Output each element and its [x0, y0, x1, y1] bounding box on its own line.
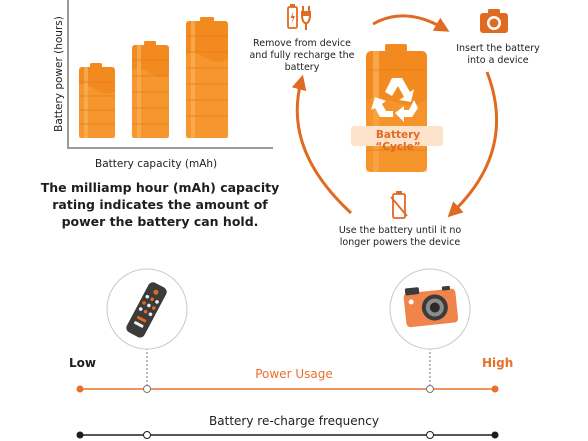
power-usage-marker-camera: [426, 385, 434, 393]
scale-low-label: Low: [69, 356, 96, 370]
power-usage-end-high: [491, 385, 499, 393]
y-axis: [67, 0, 69, 148]
power-usage-end-low: [76, 385, 84, 393]
cycle-step-use: Use the battery until it no longer power…: [338, 225, 462, 248]
cycle-step-recharge: Remove from device and fully recharge th…: [249, 38, 355, 73]
recharge-end-low: [76, 431, 84, 439]
battery-bars: [79, 17, 228, 138]
power-usage-marker-remote: [143, 385, 151, 393]
cycle-arrow-right: [447, 71, 499, 218]
medium-battery-icon: [132, 41, 169, 138]
scale-graphic: [76, 268, 499, 439]
large-battery-icon: [186, 17, 228, 138]
camera-icon: [480, 9, 508, 33]
recharge-marker-remote: [143, 431, 151, 439]
cycle-arrow-top: [372, 14, 450, 32]
chart-caption: The milliamp hour (mAh) capacity rating …: [40, 180, 280, 229]
cycle-step-insert: Insert the battery into a device: [456, 43, 540, 66]
cycle-center-label: Battery “Cycle”: [375, 129, 421, 153]
x-axis: [67, 147, 273, 149]
recharge-frequency-label: Battery re-charge frequency: [209, 414, 379, 428]
empty-battery-icon: [390, 191, 408, 219]
recharge-marker-camera: [426, 431, 434, 439]
scale-high-label: High: [482, 356, 514, 370]
power-usage-label: Power Usage: [255, 367, 333, 381]
tv-remote-icon: [106, 268, 188, 387]
y-axis-label: Battery power (hours): [53, 16, 65, 132]
charging-battery-plug-icon: [287, 4, 311, 30]
x-axis-label: Battery capacity (mAh): [95, 158, 218, 170]
cycle-arrow-left: [291, 74, 353, 215]
cycle-graphic: [287, 4, 508, 219]
cycle-label-bg: [351, 126, 443, 146]
recycle-icon: [371, 78, 418, 122]
recharge-end-high: [491, 431, 499, 439]
small-battery-icon: [79, 63, 115, 138]
digital-camera-icon: [389, 268, 471, 387]
